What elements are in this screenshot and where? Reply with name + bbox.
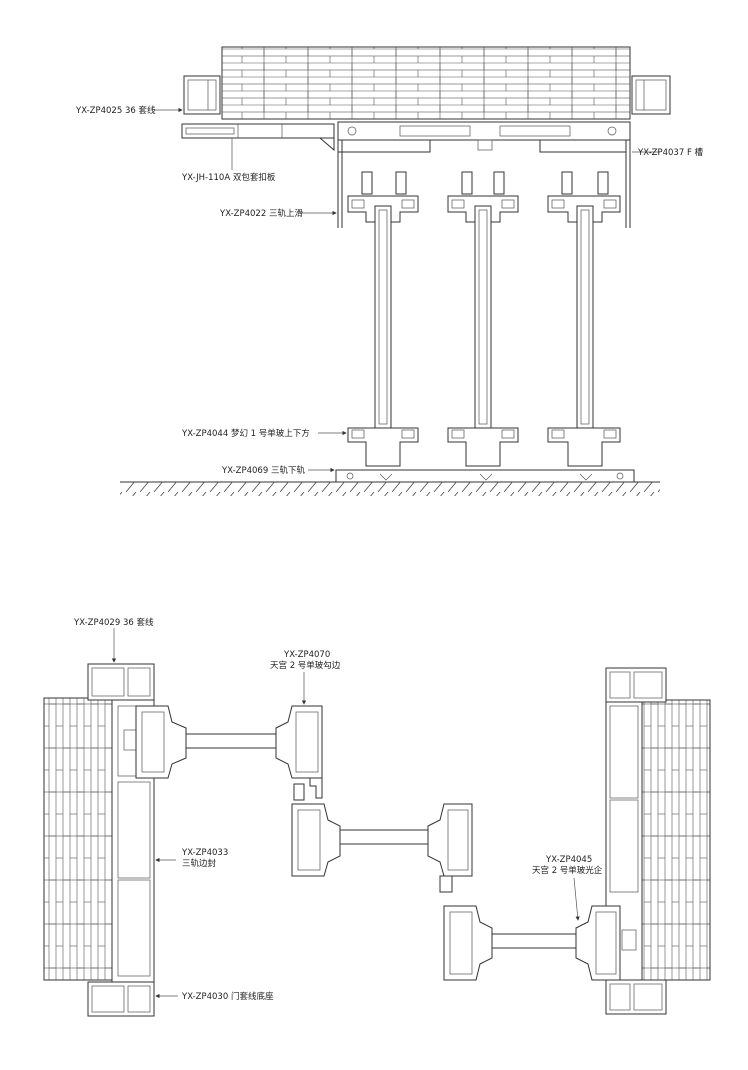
label-side-seal-1: YX-ZP4033 (181, 848, 228, 858)
label-base: YX-ZP4030 门套线底座 (181, 991, 274, 1002)
top-right-casing (631, 75, 671, 115)
sash-column-3 (547, 171, 621, 467)
bottom-track (335, 469, 635, 483)
label-lock-1: YX-ZP4045 (545, 855, 592, 865)
top-left-casing (183, 75, 221, 115)
sash-column-2 (447, 171, 519, 467)
left-casing-top (87, 663, 155, 701)
left-brick-wall (43, 697, 115, 981)
sash-2 (291, 783, 473, 893)
label-hook-1: YX-ZP4070 (283, 650, 330, 660)
label-sash-rail: YX-ZP4044 梦幻 1 号单玻上下方 (181, 428, 310, 439)
sash-1 (135, 705, 323, 799)
label-top-clip: YX-JH-110A 双包套扣板 (181, 172, 276, 183)
top-brick-wall (221, 46, 631, 120)
right-casing-bottom (605, 979, 667, 1015)
top-section: YX-ZP4025 36 套线 YX-JH-110A 双包套扣板 YX-ZP40… (75, 46, 704, 496)
label-hook-2: 天宫 2 号单玻勾边 (270, 660, 341, 671)
label-side-seal-2: 三轨边封 (182, 858, 217, 869)
label-top-casing: YX-ZP4025 36 套线 (75, 105, 156, 116)
sash-3 (443, 905, 621, 981)
left-casing-bottom (87, 981, 155, 1017)
top-track (337, 121, 631, 228)
ground-hatch (120, 481, 660, 496)
label-bottom-track: YX-ZP4069 三轨下轨 (221, 465, 305, 476)
label-top-track: YX-ZP4022 三轨上滑 (219, 208, 303, 219)
top-clip-board (181, 123, 335, 152)
label-lock-2: 天宫 2 号单玻光企 (532, 865, 603, 876)
right-casing-top (605, 667, 667, 703)
right-brick-wall (639, 699, 711, 981)
bottom-section: YX-ZP4029 36 套线 YX-ZP4070 天宫 2 号单玻勾边 YX-… (43, 617, 711, 1017)
label-top-fslot: YX-ZP4037 F 槽 (637, 147, 704, 158)
label-bottom-casing: YX-ZP4029 36 套线 (73, 617, 154, 628)
sash-column-1 (347, 171, 419, 467)
